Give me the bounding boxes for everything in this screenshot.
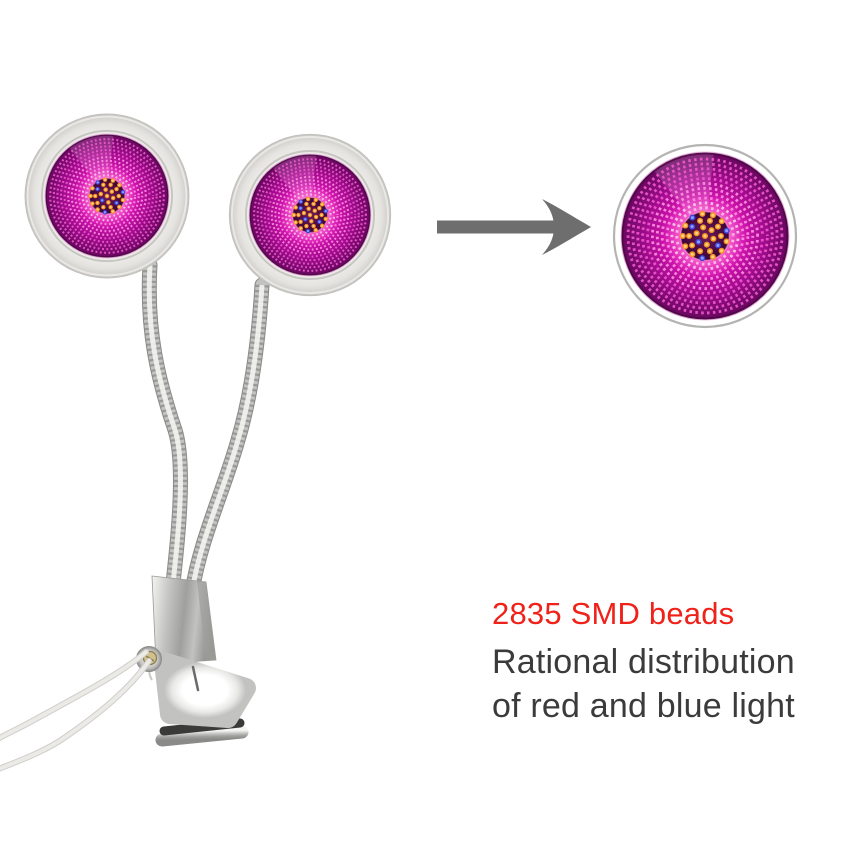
caption-headline: 2835 SMD beads — [492, 596, 735, 631]
callout-arrow-icon — [437, 199, 591, 255]
zoomed-lamp-face — [612, 143, 798, 329]
caption-block: 2835 SMD beads Rational distribution of … — [492, 596, 795, 728]
gooseneck-arms — [141, 257, 270, 600]
caption-line1: Rational distribution — [492, 643, 795, 681]
lamp-head-right — [228, 133, 392, 297]
caption-line2: of red and blue light — [492, 687, 795, 725]
lamp-head-left — [24, 113, 190, 279]
clip-clamp — [136, 575, 256, 747]
power-cables — [0, 649, 152, 772]
